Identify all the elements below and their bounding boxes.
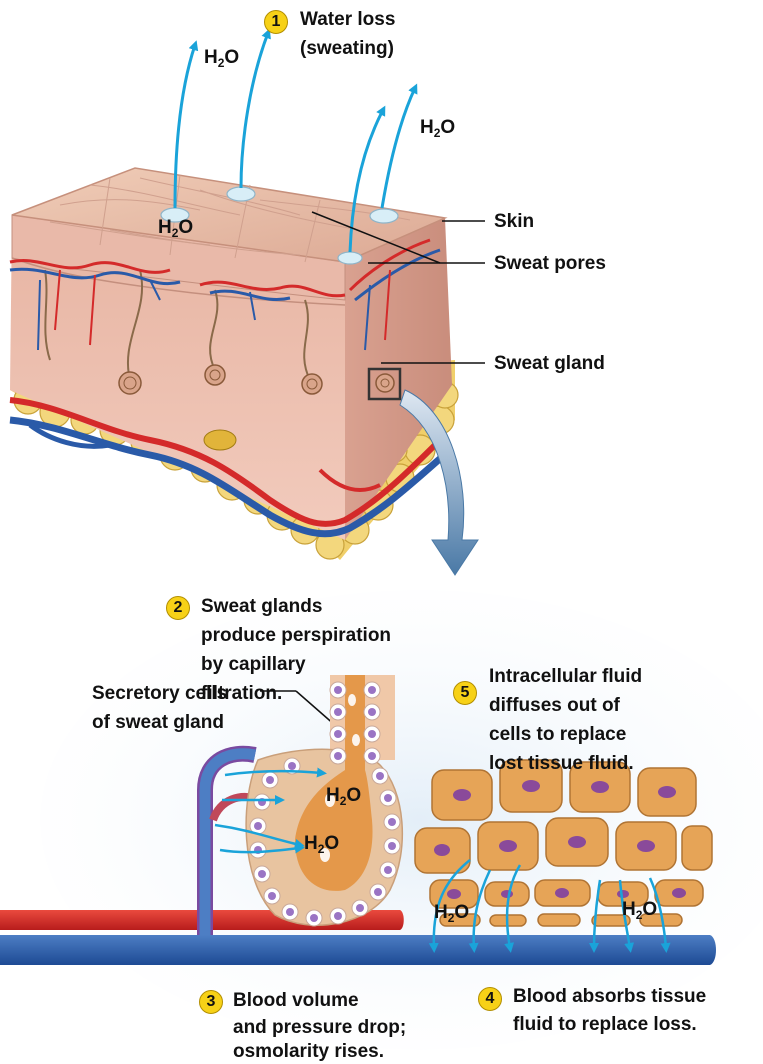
skin-block — [10, 168, 458, 560]
step-4-line-2: fluid to replace loss. — [513, 1014, 697, 1036]
step-2-line-3: by capillary — [201, 654, 306, 676]
label-sweat-pores: Sweat pores — [494, 253, 606, 275]
h2o-label-top-left: H2O — [204, 48, 239, 68]
step-1-badge: 1 — [264, 10, 288, 34]
step-5-line-2: diffuses out of — [489, 695, 620, 717]
step-5-badge: 5 — [453, 681, 477, 705]
h2o-label-gland-lower: H2O — [304, 834, 339, 854]
step-4-badge: 4 — [478, 987, 502, 1011]
step-3-line-3: osmolarity rises. — [233, 1041, 384, 1063]
step-2-badge: 2 — [166, 596, 190, 620]
label-secretory-cells-line-1: Secretory cells — [92, 683, 227, 705]
h2o-label-skin: H2O — [158, 218, 193, 238]
step-5-line-1: Intracellular fluid — [489, 666, 642, 688]
step-5-line-3: cells to replace — [489, 724, 626, 746]
label-skin: Skin — [494, 211, 534, 233]
step-2-line-1: Sweat glands — [201, 596, 322, 618]
step-3-line-1: Blood volume — [233, 990, 359, 1012]
step-2-line-2: produce perspiration — [201, 625, 391, 647]
step-3-badge: 3 — [199, 990, 223, 1014]
h2o-label-top-right: H2O — [420, 118, 455, 138]
step-1-line-2: (sweating) — [300, 38, 394, 60]
h2o-label-tissue-left: H2O — [434, 903, 469, 923]
step-4-line-1: Blood absorbs tissue — [513, 986, 706, 1008]
label-secretory-cells-line-2: of sweat gland — [92, 712, 224, 734]
step-1-line-1: Water loss — [300, 9, 395, 31]
label-sweat-gland: Sweat gland — [494, 353, 605, 375]
h2o-label-tissue-right: H2O — [622, 900, 657, 920]
step-3-line-2: and pressure drop; — [233, 1017, 406, 1039]
step-5-line-4: lost tissue fluid. — [489, 753, 634, 775]
h2o-label-gland-upper: H2O — [326, 786, 361, 806]
